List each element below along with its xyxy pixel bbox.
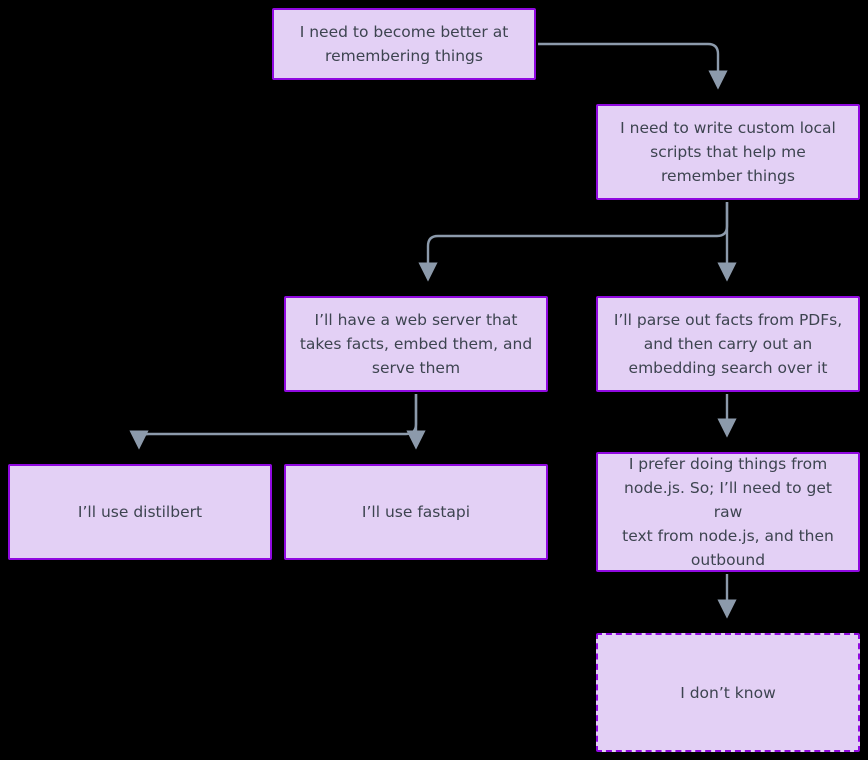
node-write-custom-scripts[interactable]: I need to write custom local scripts tha… <box>596 104 860 200</box>
node-label: I need to become better at remembering t… <box>299 23 509 65</box>
node-use-fastapi[interactable]: I’ll use fastapi <box>284 464 548 560</box>
node-label: I prefer doing things from node.js. So; … <box>622 455 834 569</box>
flowchart-edge <box>538 42 728 90</box>
node-label: I’ll parse out facts from PDFs, and then… <box>613 311 843 377</box>
flowchart-edge <box>418 202 729 282</box>
node-prefer-nodejs[interactable]: I prefer doing things from node.js. So; … <box>596 452 860 572</box>
node-parse-pdfs[interactable]: I’ll parse out facts from PDFs, and then… <box>596 296 860 392</box>
node-use-distilbert[interactable]: I’ll use distilbert <box>8 464 272 560</box>
node-label: I don’t know <box>680 683 776 702</box>
node-become-better[interactable]: I need to become better at remembering t… <box>272 8 536 80</box>
flowchart-edge <box>129 394 418 450</box>
node-web-server[interactable]: I’ll have a web server that takes facts,… <box>284 296 548 392</box>
node-i-dont-know[interactable]: I don’t know <box>596 633 860 752</box>
node-label: I need to write custom local scripts tha… <box>620 119 836 185</box>
node-label: I’ll use fastapi <box>361 503 471 521</box>
node-label: I’ll have a web server that takes facts,… <box>299 311 533 377</box>
node-label: I’ll use distilbert <box>77 503 203 521</box>
